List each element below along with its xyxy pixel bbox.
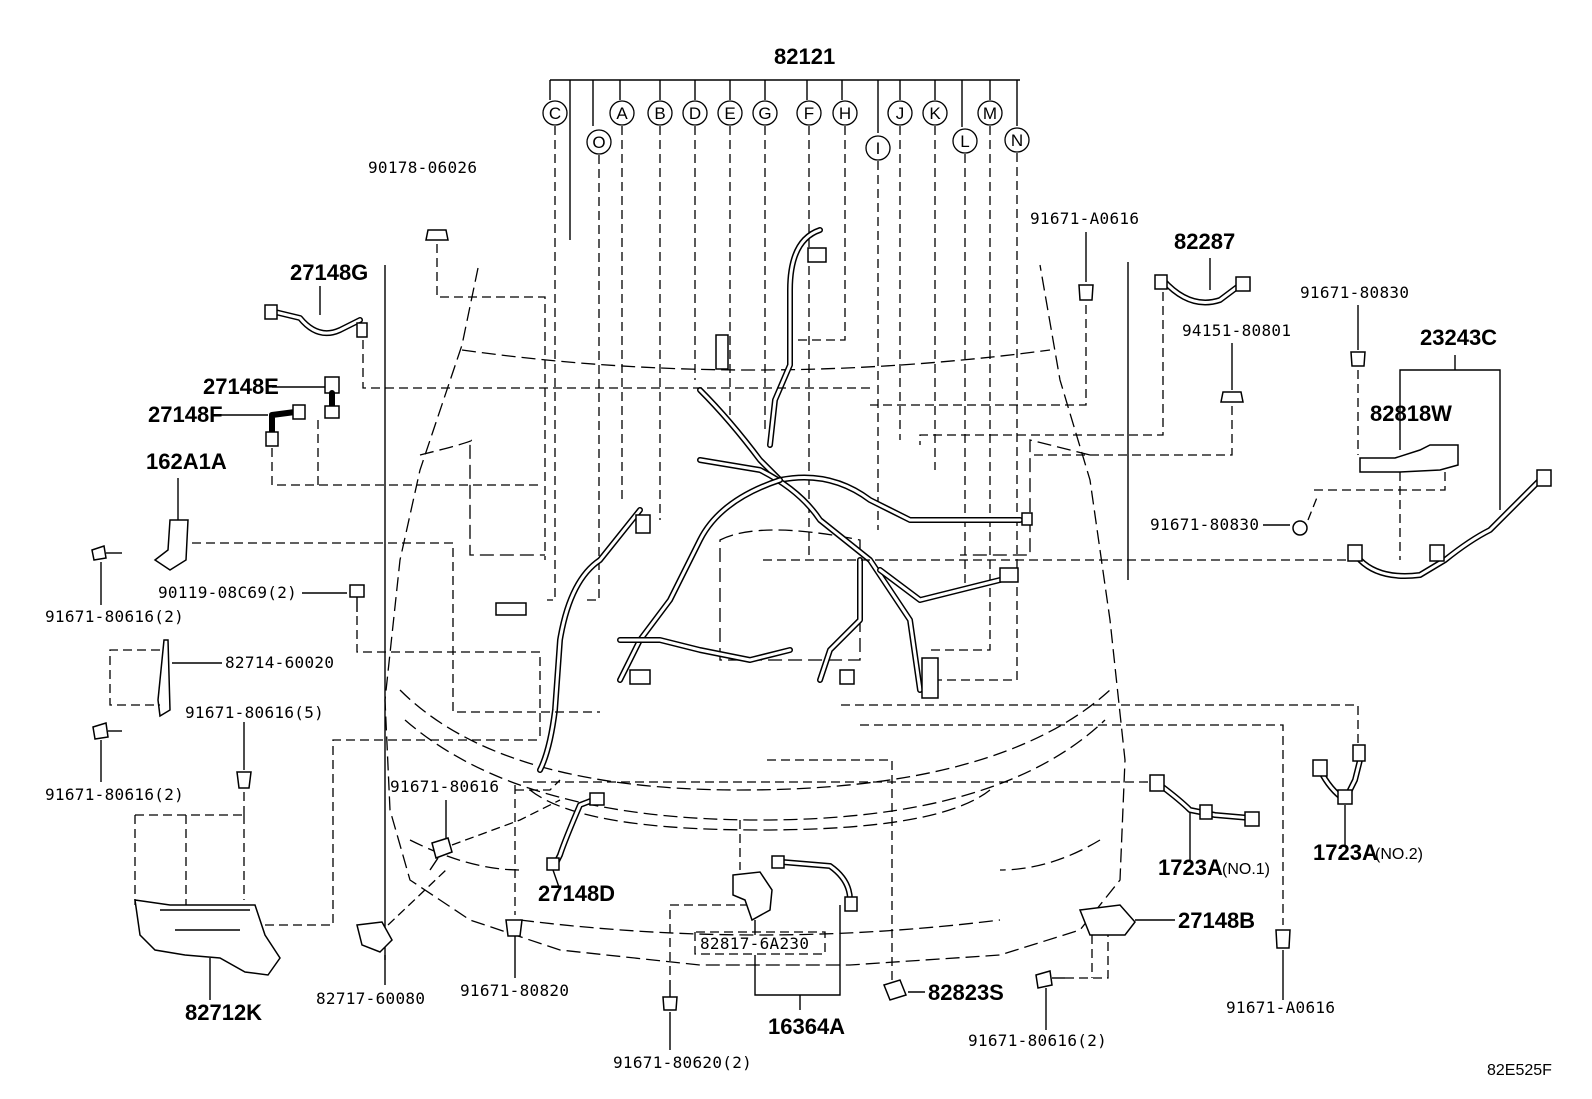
bolt-icon-91671-80820 [505, 785, 523, 978]
label-23243C: 23243C [1420, 325, 1497, 350]
bracket-23243C [1399, 355, 1501, 510]
main-part-bracket [549, 79, 1020, 240]
connector-letter-l: L [960, 132, 969, 151]
sub-harness-27148B [1078, 904, 1175, 936]
label-82818W: 82818W [1370, 401, 1452, 426]
nut-icon-94151 [1030, 343, 1244, 456]
label-82823S: 82823S [928, 980, 1004, 1005]
sub-harness-1723A-no1 [520, 774, 1260, 860]
bracket-82714 [109, 639, 222, 718]
connector-letter-b: B [654, 104, 665, 123]
label-91671-80620-2: 91671-80620(2) [613, 1053, 752, 1072]
label-1723A-no2: 1723A [1313, 840, 1378, 865]
label-27148E: 27148E [203, 374, 279, 399]
clip-82717 [356, 869, 447, 985]
bolt-icon-91671-80616-c [429, 799, 561, 871]
connector-letter-c: C [549, 104, 561, 123]
letter-leader-lines [547, 126, 1018, 681]
label-162A1A: 162A1A [146, 449, 227, 474]
connector-letter-j: J [896, 104, 905, 123]
connector-letter-f: F [804, 104, 814, 123]
bolt-icon-91671-80616-a [91, 545, 122, 605]
label-82717-60080: 82717-60080 [316, 989, 425, 1008]
label-90119-08C69: 90119-08C69(2) [158, 583, 297, 602]
label-91671-80616: 91671-80616 [390, 777, 499, 796]
clip-icon-90178 [425, 229, 546, 560]
label-16364A: 16364A [768, 1014, 845, 1039]
bolt-icon-91671-80830-a [1350, 305, 1366, 455]
sub-harness-27148G [264, 286, 870, 389]
label-82817-6A230: 82817-6A230 [700, 934, 809, 953]
label-91671-80616-2-b: 91671-80616(2) [45, 785, 184, 804]
bracket-82712K [134, 739, 540, 1000]
label-91671-80616-2-c: 91671-80616(2) [968, 1031, 1107, 1050]
connector-letter-h: H [839, 104, 851, 123]
sub-harness-1723A-no2 [840, 704, 1366, 847]
sub-harness-16364A [739, 820, 858, 1010]
figure-code: 82E525F [1487, 1062, 1552, 1079]
bolt-icon-91671-80616-5 [236, 722, 252, 815]
connector-letter-n: N [1011, 131, 1023, 150]
connector-letter-k: K [929, 104, 941, 123]
connector-letters: C A B D E G F H J K M O I L N [542, 100, 1030, 161]
sub-harness-82287 [919, 258, 1251, 445]
label-82712K: 82712K [185, 1000, 262, 1025]
bolt-icon-90119 [302, 584, 541, 740]
sub-harness-27148E [272, 376, 340, 419]
connector-letter-e: E [724, 104, 735, 123]
clip-82823S [765, 759, 925, 1001]
label-91671-80616-5: 91671-80616(5) [185, 703, 324, 722]
connector-letter-i: I [876, 139, 881, 158]
bolt-icon-91671-80616-b [92, 722, 122, 782]
label-82287: 82287 [1174, 229, 1235, 254]
label-91671-80830-b: 91671-80830 [1150, 515, 1259, 534]
bracket-82817 [694, 871, 826, 955]
label-1723A-no1: 1723A [1158, 855, 1223, 880]
bracket-82818W [1310, 444, 1459, 560]
sub-harness-27148F [216, 404, 540, 486]
connector-letter-d: D [689, 104, 701, 123]
label-1723A-no2-note: (NO.2) [1375, 846, 1423, 863]
bracket-162A1A [153, 478, 600, 713]
vehicle-body-outline [384, 264, 1126, 966]
label-82714-60020: 82714-60020 [225, 653, 334, 672]
sub-harness-23243C [760, 469, 1552, 579]
engine-harness-82121 [495, 227, 1033, 773]
connector-letter-a: A [616, 104, 628, 123]
label-90178-06026: 90178-06026 [368, 158, 477, 177]
label-27148D: 27148D [538, 881, 615, 906]
label-91671-80616-2-a: 91671-80616(2) [45, 607, 184, 626]
label-27148B: 27148B [1178, 908, 1255, 933]
label-91671-80820: 91671-80820 [460, 981, 569, 1000]
bolt-icon-91671-80616-d [1035, 935, 1109, 1030]
label-91671-A0616-b: 91671-A0616 [1226, 998, 1335, 1017]
label-27148G: 27148G [290, 260, 368, 285]
connector-letter-o: O [592, 133, 605, 152]
sub-harness-27148D [515, 779, 605, 891]
bolt-icon-91671-80620 [662, 904, 752, 1050]
bolt-icon-91671-A0616-b [860, 724, 1291, 1000]
main-part-number: 82121 [774, 44, 835, 69]
connector-letter-m: M [983, 104, 997, 123]
bolt-icon-91671-A0616-a [870, 232, 1094, 406]
label-27148F: 27148F [148, 402, 223, 427]
bolt-icon-91671-80830-b [1263, 494, 1319, 536]
label-91671-A0616-a: 91671-A0616 [1030, 209, 1139, 228]
label-91671-80830-a: 91671-80830 [1300, 283, 1409, 302]
label-1723A-no1-note: (NO.1) [1222, 861, 1270, 878]
label-94151-80801: 94151-80801 [1182, 321, 1291, 340]
connector-letter-g: G [758, 104, 771, 123]
